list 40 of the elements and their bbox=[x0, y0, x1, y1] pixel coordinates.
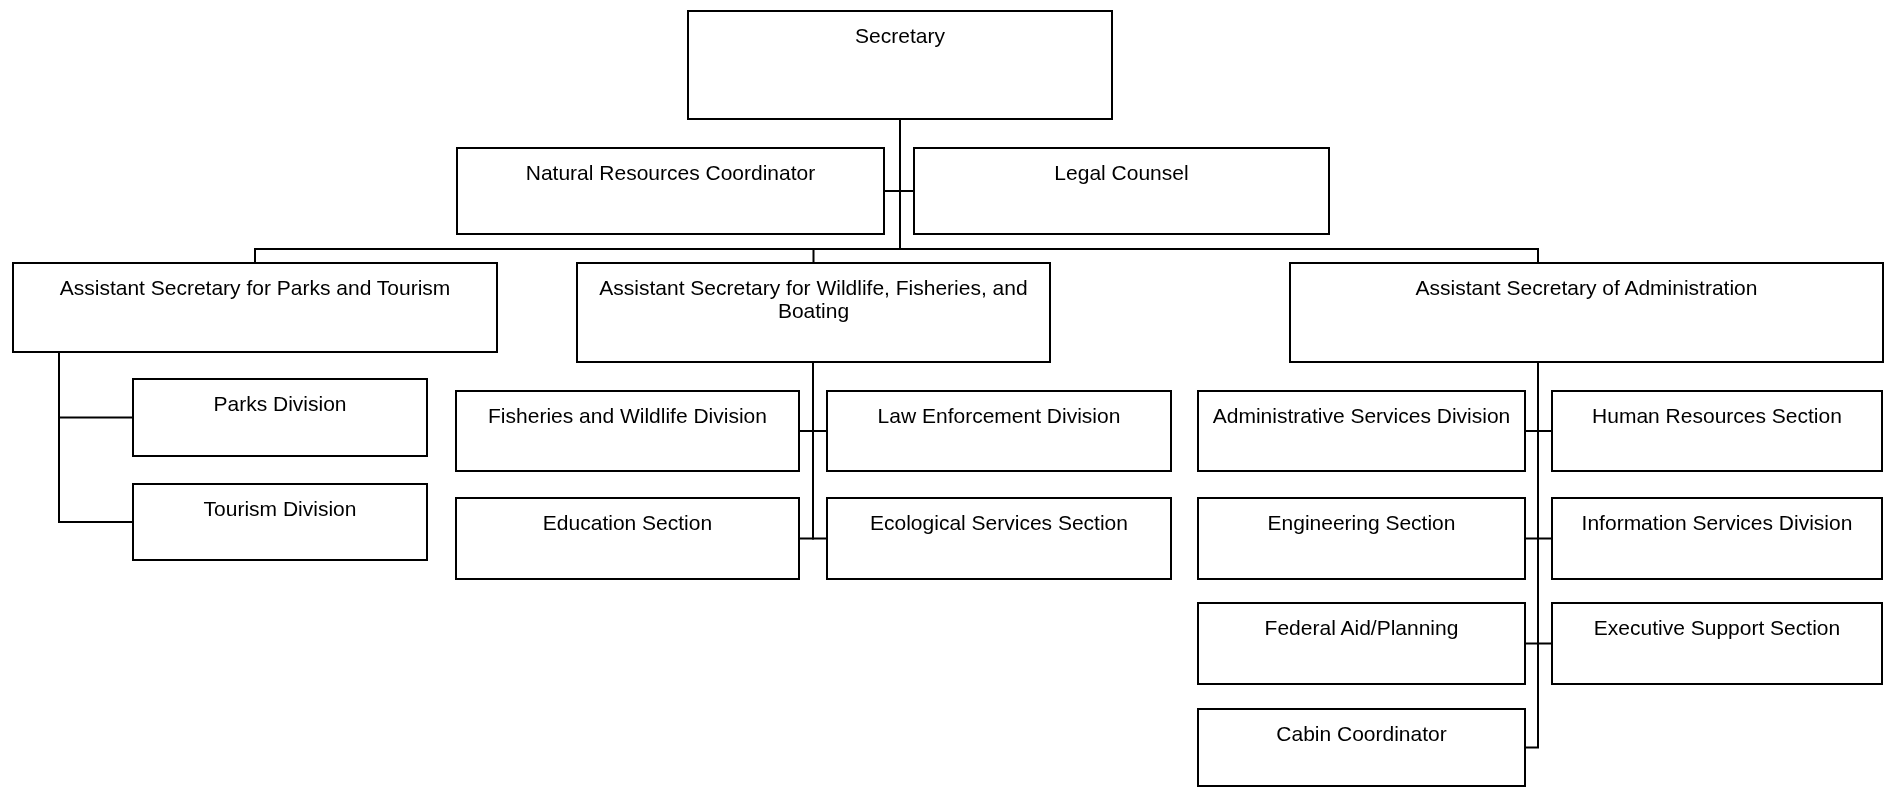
connector-line bbox=[812, 362, 827, 540]
org-box bbox=[913, 147, 1330, 235]
unit-title: Information Services Division bbox=[1580, 511, 1854, 534]
org-box bbox=[1551, 497, 1883, 580]
unit-title: Legal Counsel bbox=[1053, 161, 1190, 184]
unit-title: Executive Support Section bbox=[1592, 616, 1842, 639]
org-box bbox=[1551, 390, 1883, 472]
org-box bbox=[12, 262, 498, 353]
org-box bbox=[455, 390, 800, 472]
unit-title: Administrative Services Division bbox=[1211, 404, 1512, 427]
unit-title: Assistant Secretary for Wildlife, Fisheries, and Boating bbox=[598, 276, 1029, 322]
org-box bbox=[687, 10, 1113, 120]
unit-title: Fisheries and Wildlife Division bbox=[487, 404, 768, 427]
org-box bbox=[1197, 708, 1526, 787]
unit-title: Cabin Coordinator bbox=[1275, 722, 1448, 745]
org-box bbox=[1197, 497, 1526, 580]
connector-line bbox=[58, 352, 133, 523]
org-box bbox=[1197, 602, 1526, 685]
unit-title: Parks Division bbox=[212, 392, 348, 415]
org-box bbox=[132, 378, 428, 457]
unit-title: Secretary bbox=[854, 24, 946, 47]
org-box bbox=[1197, 390, 1526, 472]
org-box bbox=[826, 390, 1172, 472]
unit-title: Assistant Secretary for Parks and Tourism bbox=[58, 276, 452, 299]
org-box bbox=[132, 483, 428, 561]
unit-title: Natural Resources Coordinator bbox=[524, 161, 817, 184]
unit-title: Engineering Section bbox=[1266, 511, 1457, 534]
unit-title: Federal Aid/Planning bbox=[1263, 616, 1460, 639]
org-box bbox=[576, 262, 1051, 363]
unit-title: Tourism Division bbox=[202, 497, 358, 520]
unit-title: Human Resources Section bbox=[1591, 404, 1843, 427]
org-box bbox=[1551, 602, 1883, 685]
org-box bbox=[826, 497, 1172, 580]
unit-title: Education Section bbox=[541, 511, 714, 534]
unit-title: Ecological Services Section bbox=[869, 511, 1129, 534]
org-box bbox=[455, 497, 800, 580]
org-box bbox=[1289, 262, 1884, 363]
unit-title: Assistant Secretary of Administration bbox=[1414, 276, 1759, 299]
unit-title: Law Enforcement Division bbox=[876, 404, 1122, 427]
org-box bbox=[456, 147, 885, 235]
